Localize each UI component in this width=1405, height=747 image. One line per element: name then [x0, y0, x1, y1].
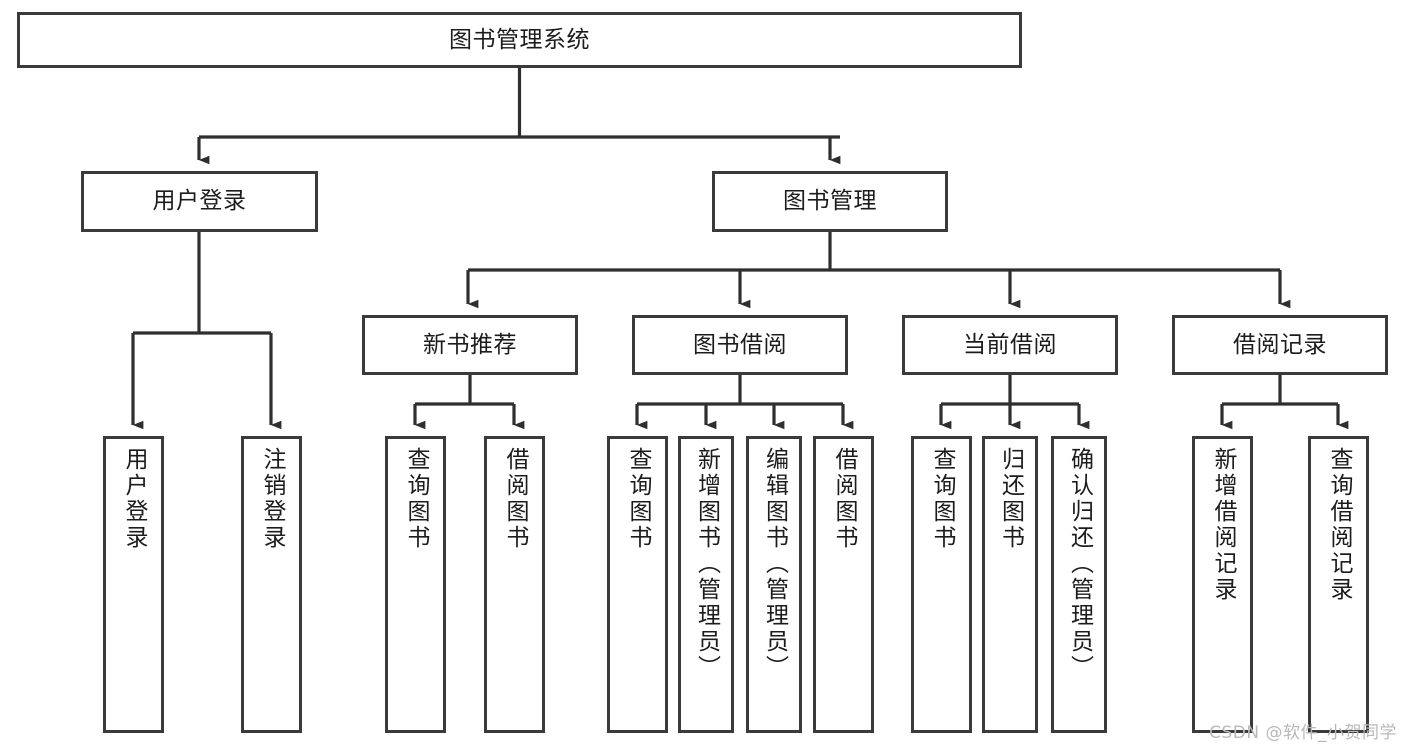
leaf-query-book-new-rec[interactable]: 查询图书 — [385, 436, 446, 733]
node-label: 新增图书（管理员） — [693, 447, 720, 681]
node-label: 新增借阅记录 — [1210, 447, 1236, 603]
node-label: 查询借阅记录 — [1326, 447, 1352, 603]
node-book-borrow[interactable]: 图书借阅 — [632, 315, 848, 375]
leaf-return-book[interactable]: 归还图书 — [982, 436, 1038, 733]
node-label: 当前借阅 — [963, 331, 1057, 358]
node-label: 确认归还（管理员） — [1066, 447, 1093, 681]
node-label: 用户登录 — [121, 447, 147, 551]
node-label: 查询图书 — [625, 447, 651, 551]
node-label: 注销登录 — [259, 447, 285, 551]
leaf-query-borrow-record[interactable]: 查询借阅记录 — [1308, 436, 1369, 733]
node-label: 归还图书 — [997, 447, 1024, 551]
node-label: 编辑图书（管理员） — [761, 447, 788, 681]
node-label: 新书推荐 — [423, 331, 517, 358]
node-user-login[interactable]: 用户登录 — [81, 171, 318, 232]
node-root-system[interactable]: 图书管理系统 — [17, 12, 1022, 68]
node-new-book-rec[interactable]: 新书推荐 — [362, 315, 578, 375]
leaf-query-book-borrow[interactable]: 查询图书 — [607, 436, 668, 733]
node-current-borrow[interactable]: 当前借阅 — [902, 315, 1118, 375]
leaf-user-login[interactable]: 用户登录 — [103, 436, 164, 733]
leaf-query-book-current[interactable]: 查询图书 — [911, 436, 972, 733]
node-label: 图书管理系统 — [449, 26, 590, 53]
node-label: 图书管理 — [783, 188, 877, 215]
node-book-manage[interactable]: 图书管理 — [712, 171, 948, 232]
node-label: 用户登录 — [152, 188, 247, 215]
leaf-add-book[interactable]: 新增图书（管理员） — [678, 436, 734, 733]
node-label: 借阅图书 — [831, 447, 857, 551]
leaf-logout-login[interactable]: 注销登录 — [241, 436, 302, 733]
node-borrow-record[interactable]: 借阅记录 — [1172, 315, 1388, 375]
node-label: 借阅记录 — [1233, 331, 1327, 358]
leaf-borrow-book-borrow[interactable]: 借阅图书 — [813, 436, 874, 733]
leaf-borrow-book-new-rec[interactable]: 借阅图书 — [484, 436, 545, 733]
leaf-add-borrow-record[interactable]: 新增借阅记录 — [1192, 436, 1253, 733]
leaf-confirm-return[interactable]: 确认归还（管理员） — [1051, 436, 1107, 733]
csdn-watermark: CSDN @软件_小贺同学 — [1209, 723, 1397, 743]
node-label: 查询图书 — [929, 447, 955, 551]
node-label: 查询图书 — [403, 447, 429, 551]
node-label: 图书借阅 — [693, 331, 787, 358]
leaf-edit-book[interactable]: 编辑图书（管理员） — [746, 436, 802, 733]
node-label: 借阅图书 — [502, 447, 528, 551]
